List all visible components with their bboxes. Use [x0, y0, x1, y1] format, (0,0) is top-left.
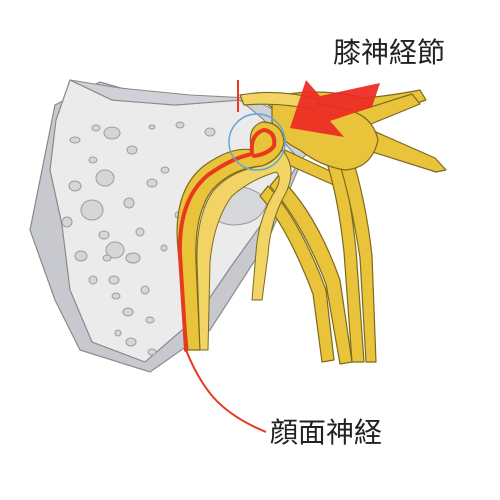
pore	[69, 136, 81, 144]
pore	[103, 126, 121, 140]
label-geniculate-ganglion: 膝神経節	[333, 36, 445, 69]
pore	[135, 227, 145, 237]
pore	[145, 316, 155, 324]
facial-nerve-inner	[196, 149, 292, 351]
pore	[123, 197, 135, 209]
highlight-circle	[228, 113, 286, 171]
pore	[126, 145, 138, 155]
pore	[98, 230, 110, 240]
pore	[140, 285, 150, 295]
pore	[105, 241, 125, 259]
pore	[88, 275, 98, 285]
facial-nerve-canal	[176, 80, 292, 433]
pore	[114, 329, 122, 337]
pore	[148, 124, 156, 130]
pore	[80, 199, 104, 221]
pointer-arrow-shape	[290, 80, 380, 137]
pore	[125, 252, 141, 264]
pore	[122, 307, 134, 317]
pore	[146, 178, 158, 188]
pore	[160, 244, 168, 252]
facial-nerve-red-core	[177, 128, 277, 352]
pore	[95, 169, 115, 187]
pore	[88, 156, 98, 164]
label-facial-nerve: 顔面神経	[270, 416, 382, 449]
pore	[91, 124, 101, 132]
pore	[68, 180, 82, 192]
nerve-fiber-long-4	[337, 149, 377, 363]
pore	[125, 337, 137, 347]
bone-pores	[61, 121, 230, 356]
pore	[147, 348, 157, 356]
pore	[160, 166, 170, 174]
pore	[175, 121, 185, 129]
pore	[102, 254, 112, 262]
pore	[74, 250, 88, 262]
pore	[204, 127, 216, 137]
facial-nerve-exit-line	[185, 349, 267, 433]
pore	[111, 292, 121, 300]
pointer-arrow	[290, 80, 380, 137]
pore	[108, 275, 120, 285]
pore	[61, 216, 73, 228]
